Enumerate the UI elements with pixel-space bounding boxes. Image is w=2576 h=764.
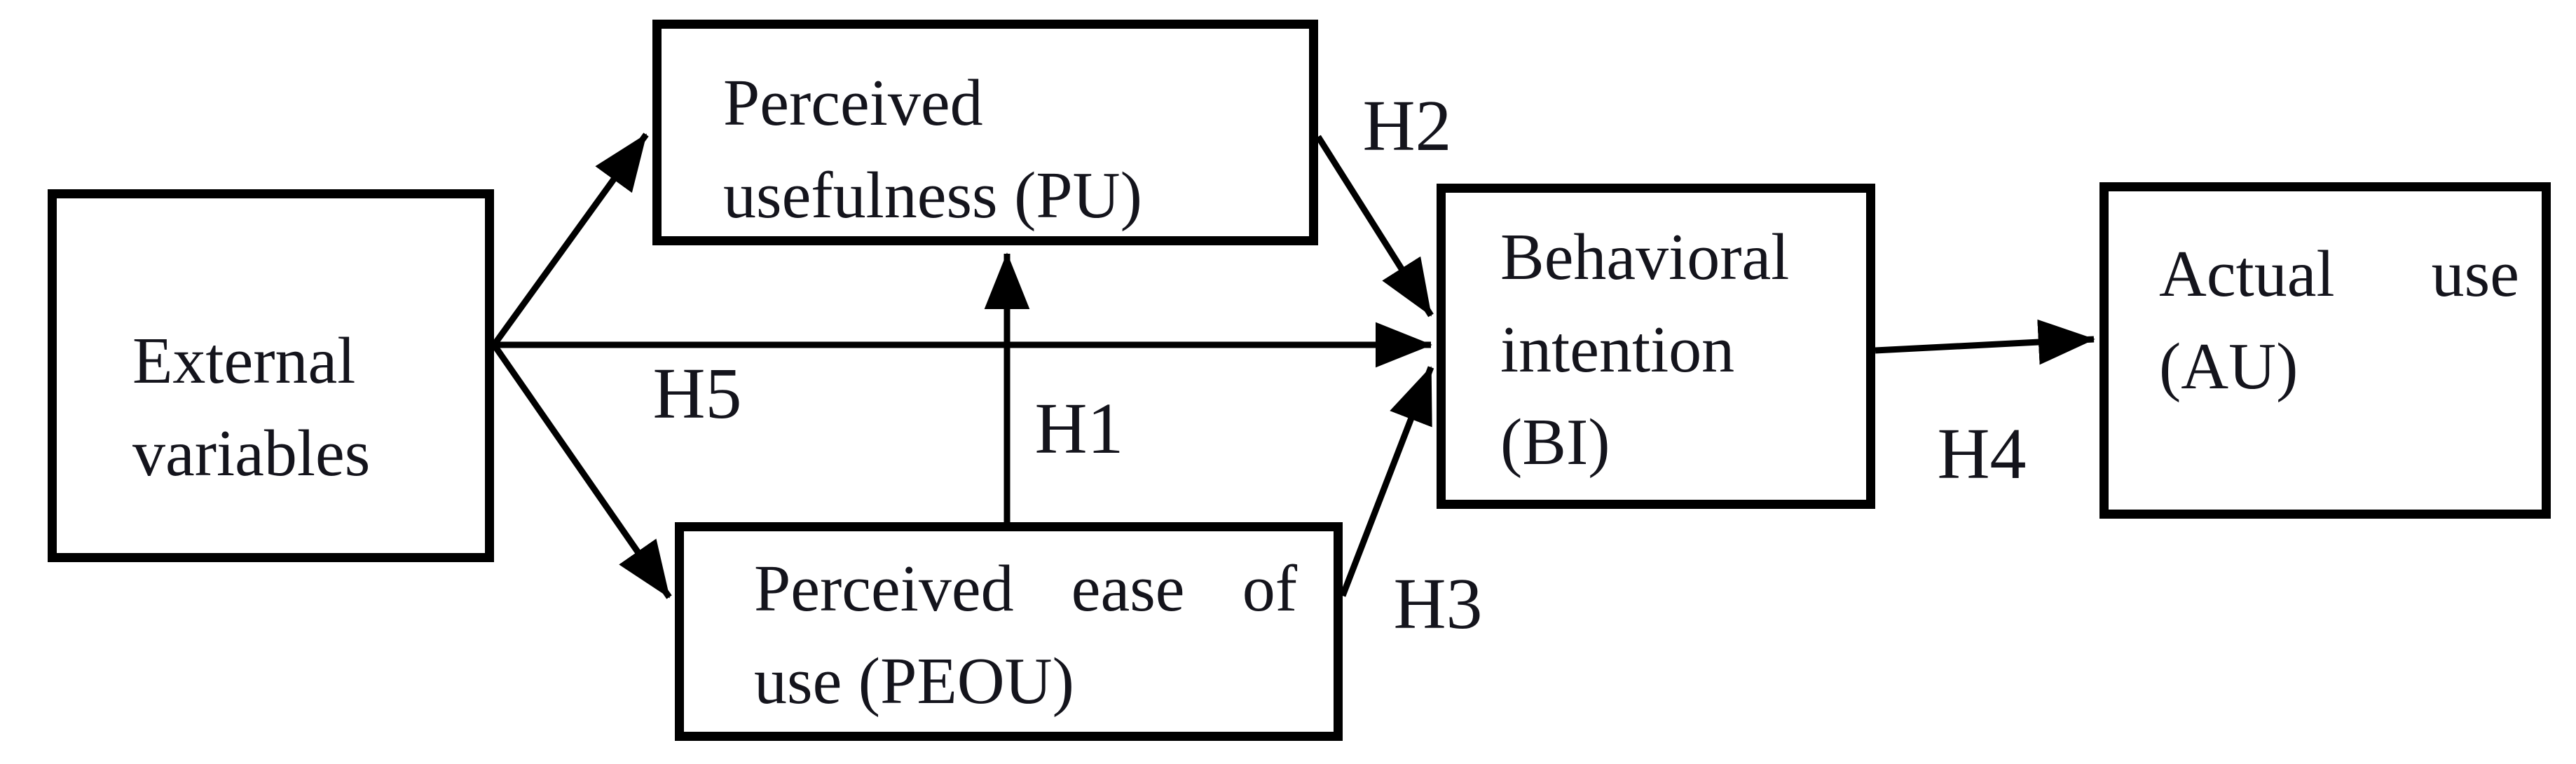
box-perceived-usefulness: Perceived usefulness (PU): [652, 20, 1318, 245]
box-external-variables-line1: External: [132, 325, 356, 397]
arrow-pu-to-bi: [1315, 135, 1434, 318]
arrow-bi-to-au: [1875, 319, 2095, 365]
arrow-ev-to-peou: [491, 343, 672, 599]
box-actual-use-line1: Actual use: [2159, 238, 2519, 311]
label-h3: H3: [1393, 564, 1483, 644]
box-external-variables: External variables: [48, 189, 494, 562]
box-behavioral-intention-line1: Behavioral: [1500, 221, 1790, 294]
label-h2: H2: [1362, 86, 1452, 166]
label-h5: H5: [652, 353, 742, 434]
box-actual-use: Actual use (AU): [2099, 182, 2551, 519]
arrow-peou-to-bi: [1339, 366, 1434, 597]
box-perceived-ease-of-use: Perceived ease of use (PEOU): [675, 522, 1343, 741]
label-h4: H4: [1937, 414, 2027, 494]
box-actual-use-line2: (AU): [2159, 330, 2298, 403]
box-perceived-usefulness-line1: Perceived: [723, 67, 983, 139]
box-perceived-usefulness-line2: usefulness (PU): [723, 159, 1142, 232]
box-behavioral-intention: Behavioral intention (BI): [1437, 184, 1875, 509]
box-external-variables-line2: variables: [132, 417, 371, 490]
arrow-ev-to-pu: [491, 132, 649, 347]
box-behavioral-intention-line3: (BI): [1500, 406, 1610, 479]
box-perceived-ease-of-use-line1: Perceived ease of: [754, 552, 1297, 625]
box-behavioral-intention-line2: intention: [1500, 313, 1735, 386]
label-h1: H1: [1034, 388, 1124, 469]
box-perceived-ease-of-use-line2: use (PEOU): [754, 645, 1074, 718]
